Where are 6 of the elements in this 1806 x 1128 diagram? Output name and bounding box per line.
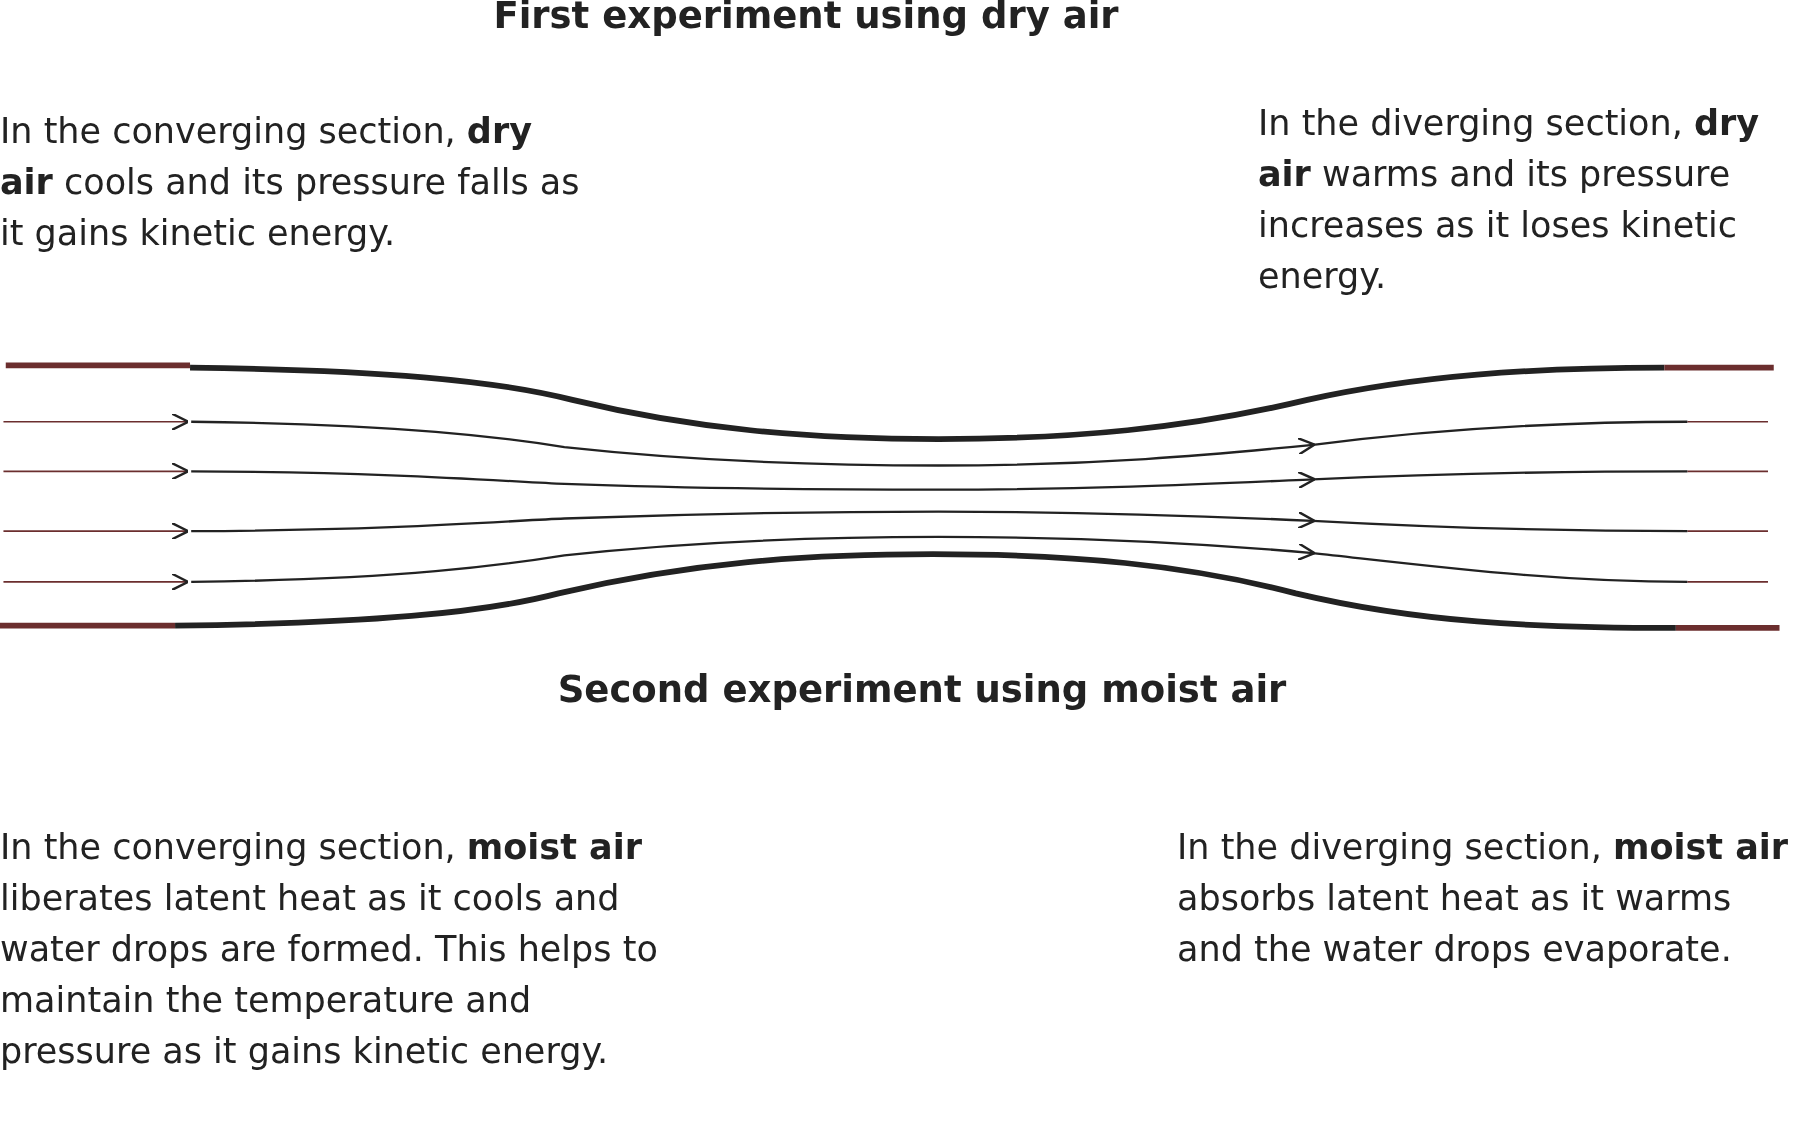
- heading: Second experiment using moist air: [557, 668, 1287, 711]
- description-text: In the diverging section, moist air absorbs latent heat as it warms and the water drops evaporate.: [1177, 826, 1790, 971]
- description-text: In the diverging section, dry air warms and its pressure increases as it loses kinetic energy.: [1258, 102, 1761, 298]
- heading: First experiment using dry air: [493, 0, 1119, 37]
- description-text: In the converging section, moist air liberates latent heat as it cools and water drops are formed. This helps to maintain the temperature and pressure as it gains kinetic energy.: [0, 826, 659, 1073]
- description-text: In the converging section, dry air cools and its pressure falls as it gains kinetic energy.: [0, 110, 581, 255]
